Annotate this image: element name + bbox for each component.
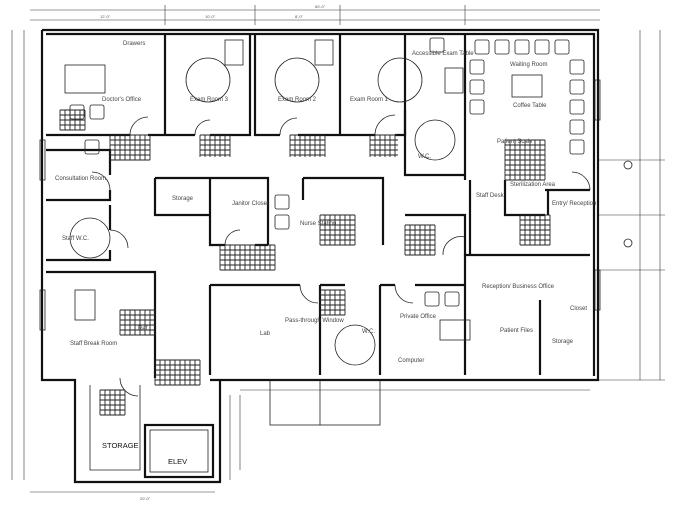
dim-3: 8'-0"	[295, 14, 304, 19]
interior-walls	[46, 34, 590, 479]
chair	[444, 291, 460, 307]
label-accessible-exam-table: Accessible Exam Table	[412, 51, 474, 57]
label-staff-wc: Staff W.C.	[62, 236, 89, 242]
label-janitor-closet: Janitor Closet	[232, 201, 269, 207]
label-lab: Lab	[260, 331, 271, 337]
chair	[469, 99, 485, 115]
chair	[469, 59, 485, 75]
dim-overall: 60'-0"	[315, 4, 326, 9]
chair	[554, 39, 570, 55]
label-consultation-room: Consultation Room	[55, 176, 106, 182]
chair	[569, 99, 585, 115]
dimension-lines	[11, 5, 665, 493]
chair	[569, 59, 585, 75]
label-doctors-office: Doctor's Office	[102, 97, 142, 103]
chair	[569, 119, 585, 135]
label-storage-right: Storage	[552, 339, 574, 345]
dim-4: 20'-0"	[140, 496, 151, 501]
label-reception-business-office: Reception/ Business Office	[482, 284, 555, 290]
label-staff-desk: Staff Desk	[476, 193, 505, 199]
chair	[69, 104, 85, 120]
chair	[474, 39, 490, 55]
label-storage: STORAGE	[102, 441, 139, 450]
label-nurse-station: Nurse Station	[300, 221, 336, 227]
dim-2: 10'-0"	[205, 14, 216, 19]
chair	[274, 194, 290, 210]
label-private-office: Private Office	[400, 314, 437, 320]
label-closet: Closet	[570, 306, 587, 312]
label-computer: Computer	[398, 358, 424, 364]
label-exam-room-3: Exam Room 3	[190, 97, 229, 103]
label-entry-reception: Entry/ Reception	[552, 201, 596, 207]
floor-tile-hatches	[59, 109, 551, 416]
label-drawers: Drawers	[123, 41, 145, 47]
label-coffee-table: Coffee Table	[513, 103, 547, 109]
label-wc-bottom: W.C.	[362, 329, 375, 335]
dim-1: 12'-0"	[100, 14, 111, 19]
chair	[84, 139, 100, 155]
label-patient-files: Patient Files	[500, 328, 533, 334]
turning-circles	[69, 57, 633, 366]
chair	[569, 139, 585, 155]
chair	[494, 39, 510, 55]
label-elevator: ELEV	[168, 457, 187, 466]
chair	[534, 39, 550, 55]
label-wc-top: W.C.	[418, 154, 431, 160]
exterior-walls	[39, 28, 601, 484]
label-staff-break-room: Staff Break Room	[70, 341, 117, 347]
label-patient-scale: Patient Scale	[497, 139, 533, 145]
chair	[424, 291, 440, 307]
label-sterilization: Sterilization Area	[510, 182, 556, 188]
chair	[514, 39, 530, 55]
label-pass-through-window: Pass-through Window	[285, 318, 344, 324]
furniture	[64, 37, 585, 341]
label-waiting-room: Waiting Room	[510, 62, 547, 68]
label-storage-small: Storage	[172, 196, 194, 202]
chair	[89, 104, 105, 120]
chair	[429, 37, 445, 53]
label-exam-room-1: Exam Room 1	[350, 97, 389, 103]
chair	[274, 214, 290, 230]
chair	[569, 79, 585, 95]
label-fridge: Ref.	[138, 326, 149, 332]
chair	[469, 79, 485, 95]
label-exam-room-2: Exam Room 2	[278, 97, 317, 103]
